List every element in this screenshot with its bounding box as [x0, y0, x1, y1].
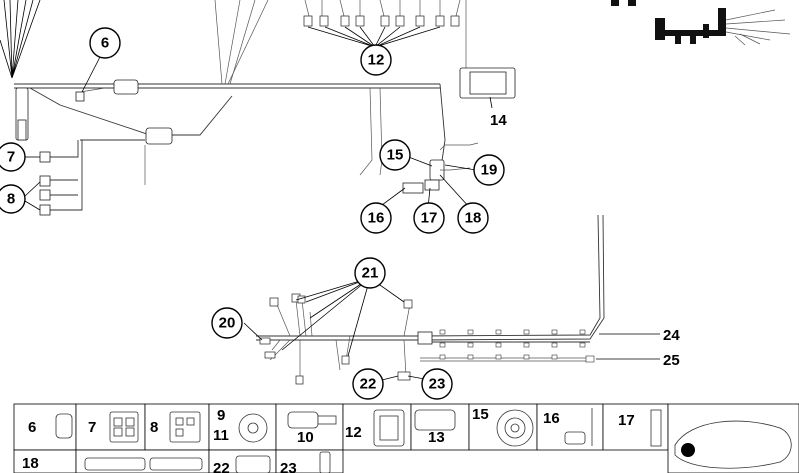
svg-text:6: 6	[101, 35, 109, 52]
svg-text:20: 20	[219, 315, 236, 332]
legend-num-15: 15	[472, 406, 489, 423]
legend-num-9: 9	[217, 407, 225, 424]
legend-num-7: 7	[88, 419, 96, 436]
callout-15: 15	[379, 139, 411, 171]
svg-text:22: 22	[360, 376, 377, 393]
svg-text:19: 19	[481, 162, 498, 179]
callout-12: 12	[360, 44, 392, 76]
callout-21: 21	[354, 257, 386, 289]
callout-18: 18	[457, 202, 489, 234]
svg-text:23: 23	[429, 376, 446, 393]
callout-6: 6	[89, 27, 121, 59]
legend-num-10: 10	[297, 429, 314, 446]
callout-22: 22	[352, 368, 384, 400]
svg-text:14: 14	[490, 112, 507, 129]
svg-text:7: 7	[7, 149, 15, 166]
main-harness	[0, 0, 516, 216]
callout-17: 17	[413, 202, 445, 234]
svg-text:25: 25	[663, 352, 680, 369]
callout-16: 16	[360, 202, 392, 234]
legend-num-12: 12	[345, 424, 362, 441]
svg-text:17: 17	[421, 210, 438, 227]
legend-num-13: 13	[428, 429, 445, 446]
legend-num-11: 11	[213, 427, 229, 444]
svg-text:15: 15	[387, 147, 404, 164]
harness-thumbnail	[611, 0, 791, 46]
callout-8: 8	[0, 184, 26, 214]
legend-num-17: 17	[618, 412, 635, 429]
callout-7: 7	[0, 142, 26, 172]
callout-23: 23	[421, 368, 453, 400]
svg-text:8: 8	[7, 191, 15, 208]
legend-num-23: 23	[280, 460, 297, 473]
label-14: 14	[490, 112, 507, 129]
label-24: 24	[663, 327, 680, 344]
callout-19: 19	[473, 154, 505, 186]
svg-text:16: 16	[368, 210, 385, 227]
lower-harness	[243, 214, 660, 385]
legend-num-16: 16	[543, 410, 560, 427]
svg-text:18: 18	[465, 210, 482, 227]
legend-num-18: 18	[22, 455, 39, 472]
callout-20: 20	[211, 307, 243, 339]
svg-text:12: 12	[368, 52, 385, 69]
legend-num-8: 8	[150, 419, 158, 436]
svg-text:21: 21	[362, 265, 379, 282]
label-25: 25	[663, 352, 680, 369]
svg-text:24: 24	[663, 327, 680, 344]
legend-table: 6 7 8 9 11 10 12 13 15 16 17 18 22 23	[13, 403, 799, 473]
legend-num-22: 22	[213, 460, 230, 473]
legend-num-6: 6	[28, 419, 36, 436]
